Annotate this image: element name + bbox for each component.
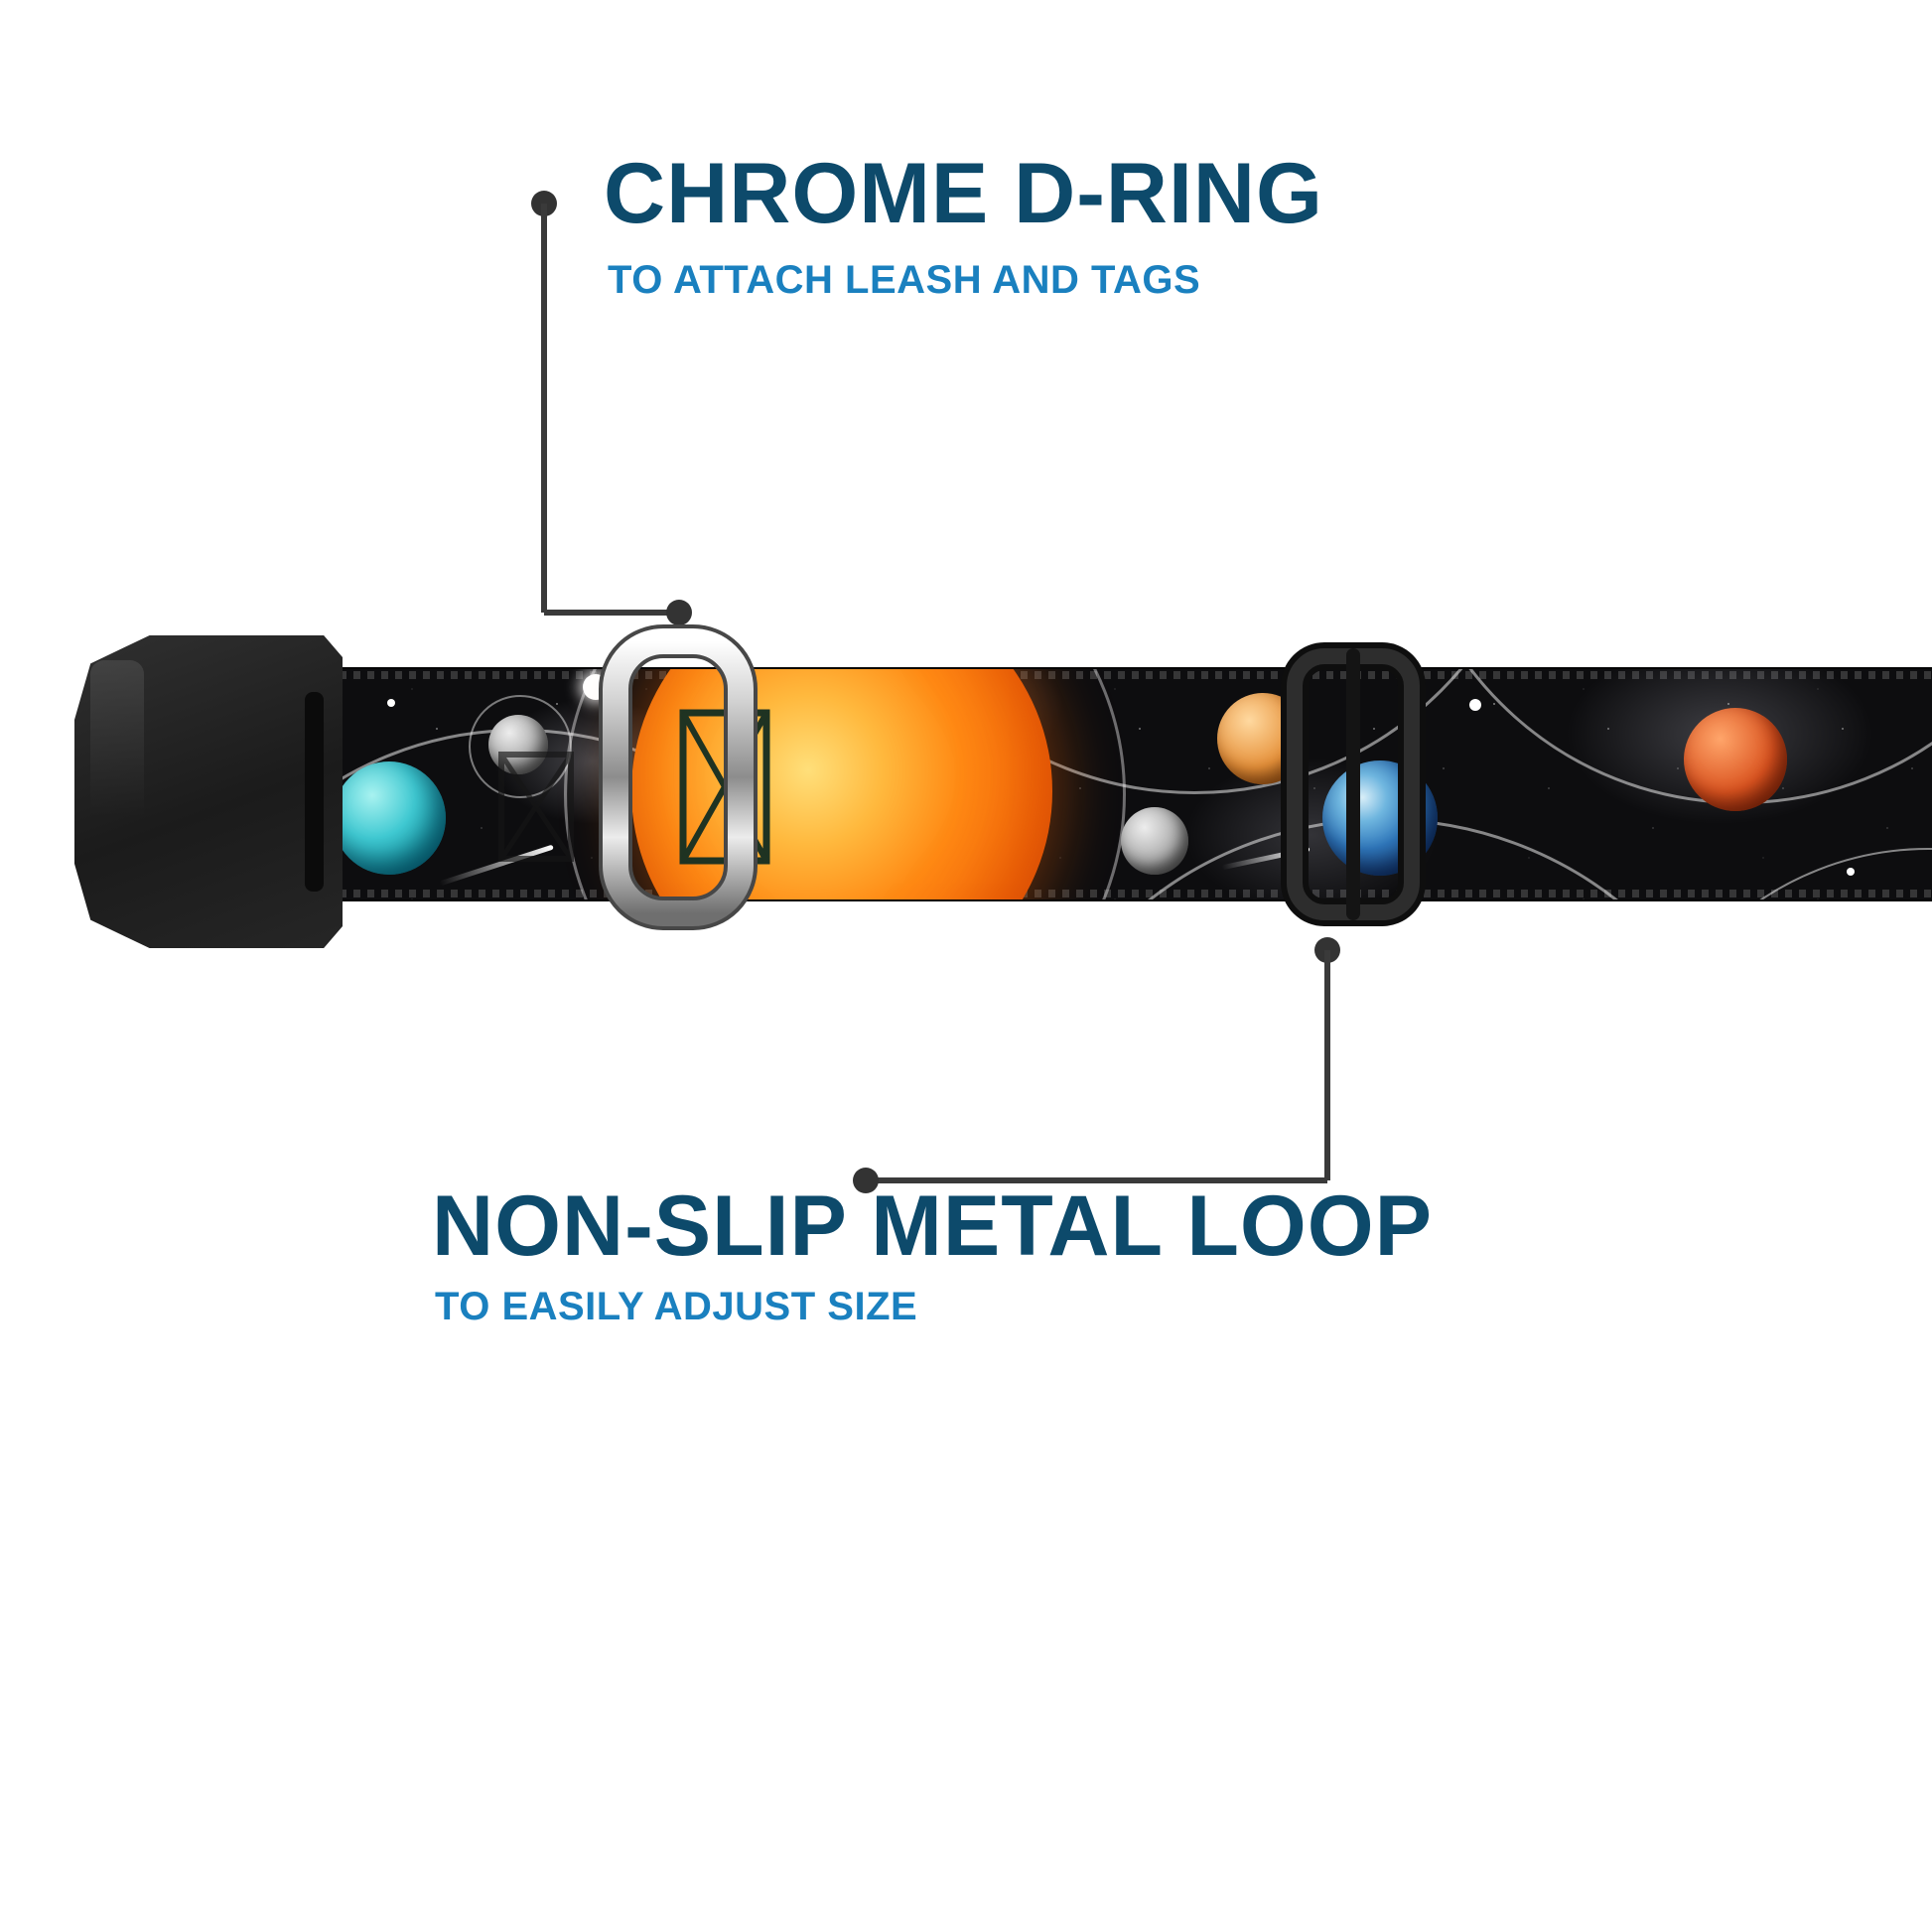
loop-subtitle: TO EASILY ADJUST SIZE <box>435 1285 918 1328</box>
dring-title: CHROME D-RING <box>604 146 1323 241</box>
callout-line-loop-horizontal <box>866 1177 1327 1183</box>
bright-star <box>1469 699 1481 711</box>
callout-line-dring-vertical <box>541 204 547 613</box>
loop-title: NON-SLIP METAL LOOP <box>432 1178 1434 1274</box>
moon-planet <box>1121 807 1188 875</box>
buckle-highlight <box>90 660 145 923</box>
dring-subtitle: TO ATTACH LEASH AND TAGS <box>608 258 1201 302</box>
bright-star <box>387 699 395 707</box>
orbit-arc <box>1400 669 1932 804</box>
callout-line-dring-horizontal <box>544 610 677 616</box>
bright-star <box>1847 868 1855 876</box>
chrome-d-ring <box>599 624 758 930</box>
buckle-strap-slot <box>305 691 325 893</box>
callout-line-loop-vertical <box>1324 950 1330 1180</box>
stitch-box-small <box>498 752 574 862</box>
teal-planet <box>333 761 446 875</box>
callout-dot-dring-end <box>666 600 692 625</box>
callout-dot-loop-end <box>853 1168 879 1193</box>
strap-weave-bottom <box>298 890 1932 897</box>
mars-planet <box>1684 708 1787 811</box>
non-slip-metal-loop <box>1281 642 1426 926</box>
side-release-buckle <box>74 635 343 948</box>
moon-halo-ring <box>469 695 572 798</box>
